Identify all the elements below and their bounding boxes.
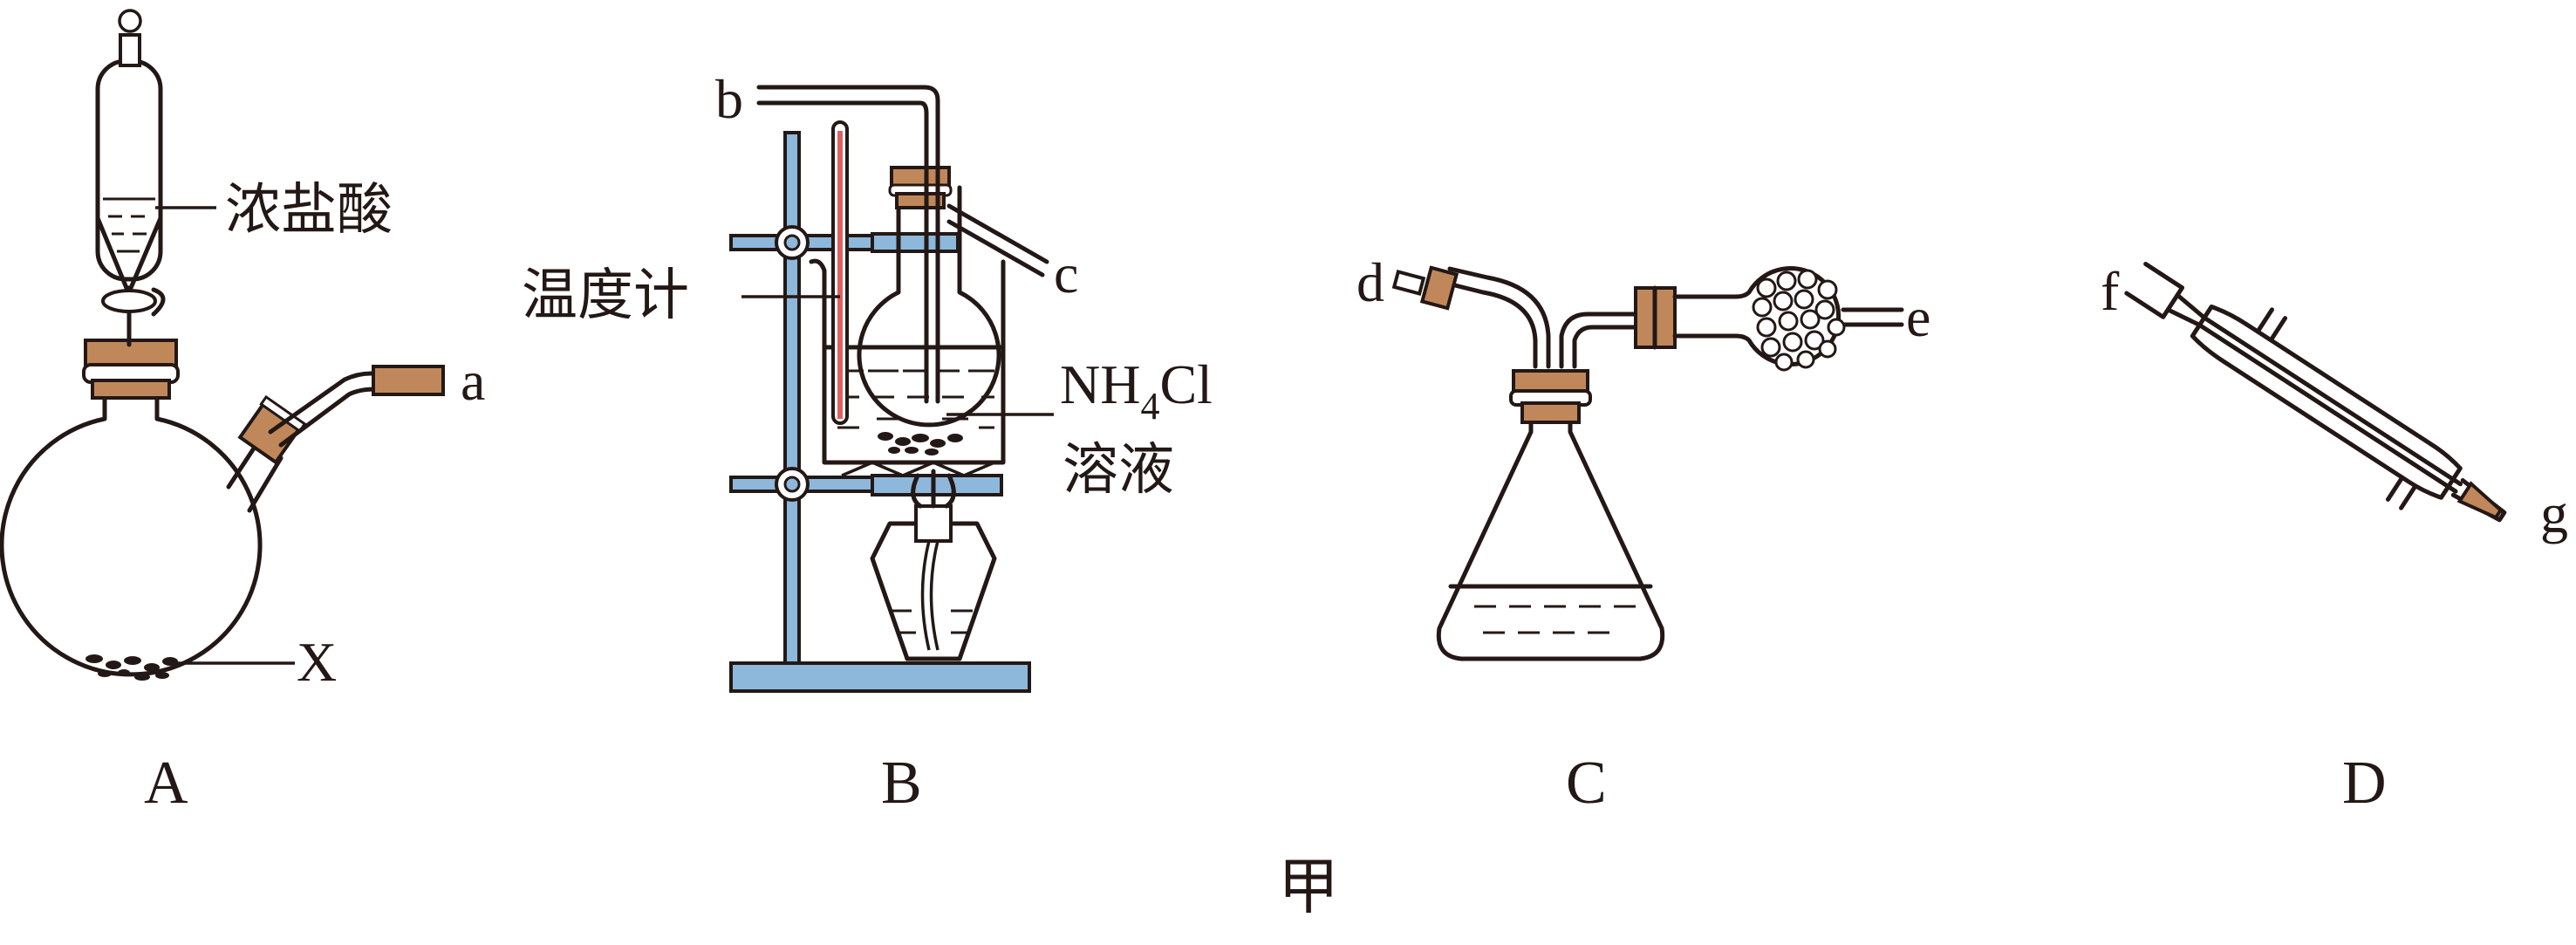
apparatus-a: 浓盐酸 X a A	[0, 9, 485, 817]
label-outlet-g: g	[2540, 483, 2568, 544]
separatory-funnel	[95, 9, 166, 347]
solid-x	[85, 654, 178, 681]
desiccant	[1752, 269, 1846, 372]
label-thermometer: 温度计	[522, 264, 689, 326]
conical-flask	[1436, 414, 1665, 661]
label-outlet-a: a	[461, 350, 485, 412]
round-bottom-flask	[0, 390, 284, 677]
flask-stopper	[82, 339, 180, 400]
stand-rod	[783, 131, 801, 665]
flask-stopper-b	[888, 166, 953, 209]
outlet-tube-c	[946, 203, 1049, 277]
apparatus-d	[2124, 262, 2507, 523]
label-inlet-f: f	[2101, 260, 2120, 322]
tube-connector-d	[1391, 265, 1459, 311]
delivery-tube-a	[268, 371, 378, 435]
label-inlet-d: d	[1356, 251, 1384, 313]
alcohol-lamp	[870, 469, 997, 661]
reaction-flask	[857, 185, 1001, 455]
stand-base	[729, 661, 1031, 693]
caption-a: A	[144, 750, 188, 817]
beaker	[809, 258, 1006, 465]
connector-tube-c	[1559, 312, 1643, 369]
tube-connector-a	[372, 365, 445, 396]
label-outlet-e: e	[1906, 286, 1930, 348]
apparatus-c: d e C	[1356, 251, 1930, 817]
inlet-tube-d	[1445, 266, 1551, 369]
condenser	[2124, 262, 2507, 523]
label-concentrated-hcl: 浓盐酸	[225, 179, 393, 241]
label-outlet-c: c	[1054, 243, 1078, 305]
caption-c: C	[1566, 750, 1607, 817]
inlet-tube-b	[756, 85, 940, 404]
thermometer	[831, 120, 849, 425]
label-inlet-b: b	[715, 68, 743, 130]
label-solid-x: X	[297, 631, 337, 693]
caption-b: B	[881, 750, 922, 817]
caption-d: D	[2342, 750, 2387, 817]
label-nh4cl: NH4Cl	[1060, 353, 1213, 428]
figure-caption: 甲	[1278, 854, 1339, 921]
flask-stopper-c	[1509, 369, 1592, 424]
label-solution: 溶液	[1063, 439, 1174, 501]
drying-tube	[1634, 266, 1904, 366]
apparatus-b: b c 温度计 NH4Cl 溶液 B	[522, 68, 1213, 817]
